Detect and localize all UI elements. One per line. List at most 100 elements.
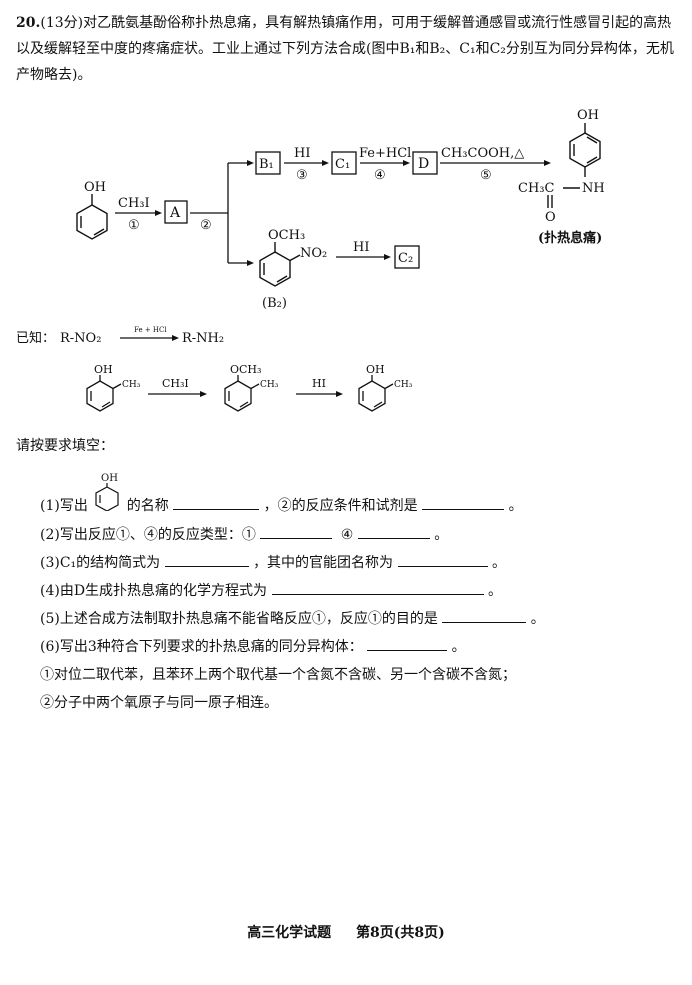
arrowhead: [384, 254, 391, 260]
question-text: 对乙酰氨基酚俗称扑热息痛，具有解热镇痛作用，可用于缓解普通感冒或流行性感冒引起的…: [16, 15, 674, 83]
arrowhead: [172, 335, 179, 341]
q2-answer-blank-1[interactable]: [260, 524, 333, 539]
reagent-fe-hcl: Fe+HCl: [359, 146, 411, 161]
question-score: (13分): [40, 15, 84, 31]
step1-label: ①: [128, 218, 140, 233]
subquestion-4: (4)由D生成扑热息痛的化学方程式为 。: [40, 580, 502, 600]
arrowhead: [544, 160, 551, 166]
product-name: (扑热息痛): [538, 230, 602, 246]
subquestion-2: (2)写出反应①、④的反应类型：① ④ 。: [40, 524, 448, 544]
step5-label: ⑤: [480, 168, 492, 183]
box-c2-label: C₂: [398, 251, 413, 266]
arrowhead: [155, 210, 162, 216]
q1-text-c: ，②的反应条件和试剂是: [263, 498, 418, 514]
q1-answer-blank-2[interactable]: [422, 495, 505, 510]
product-nh: NH: [582, 181, 605, 196]
known-rhs: R-NH₂: [182, 331, 224, 346]
q3-end: 。: [491, 555, 506, 571]
footer-title: 高三化学试题: [247, 925, 332, 941]
phenol-structure: [76, 194, 108, 240]
reagent-known-a: CH₃I: [162, 377, 189, 390]
q1-text-a: (1)写出: [40, 498, 88, 514]
subquestion-3: (3)C₁的结构简式为 ，其中的官能团名称为 。: [40, 552, 506, 572]
box-b1-label: B₁: [259, 157, 274, 172]
phenol-inline-structure: OH: [92, 473, 122, 515]
product-ch3c: CH₃C: [518, 181, 554, 196]
q6-text-a: (6)写出3种符合下列要求的扑热息痛的同分异构体：: [40, 639, 363, 655]
q3-text-b: ，其中的官能团名称为: [253, 555, 394, 571]
reagent-hi: HI: [294, 146, 310, 161]
arrowhead: [322, 160, 329, 166]
b2-label: (B₂): [262, 296, 287, 311]
arrowhead: [247, 260, 254, 266]
b2-no2: NO₂: [300, 246, 327, 261]
o-cresol-product-structure: [358, 375, 394, 412]
product-oh: OH: [577, 108, 599, 123]
q1-end: 。: [508, 498, 523, 514]
question-number: 20.: [16, 15, 41, 31]
m2-och3: OCH₃: [230, 363, 261, 376]
condition-2: ②分子中两个氧原子与同一原子相连。: [40, 695, 278, 711]
q4-end: 。: [487, 583, 502, 599]
box-d: [412, 151, 438, 175]
b2-och3: OCH₃: [268, 228, 305, 243]
reagent-acetic-acid: CH₃COOH,△: [441, 146, 524, 161]
q5-end: 。: [530, 611, 545, 627]
box-c1: [331, 151, 357, 175]
arrowhead: [403, 160, 410, 166]
q6-answer-blank[interactable]: [367, 636, 448, 651]
m3-oh: OH: [366, 363, 385, 376]
m1-oh: OH: [94, 363, 113, 376]
phenol-oh: OH: [84, 180, 106, 195]
m1-ch3: CH₃: [122, 380, 141, 390]
question-intro: 20.(13分)对乙酰氨基酚俗称扑热息痛，具有解热镇痛作用，可用于缓解普通感冒或…: [16, 10, 680, 88]
q3-answer-blank-2[interactable]: [397, 552, 488, 567]
box-a-label: A: [169, 205, 181, 221]
b2-structure: [259, 242, 301, 287]
box-c1-label: C₁: [335, 157, 350, 172]
q1-text-b: 的名称: [126, 498, 169, 514]
q4-answer-blank[interactable]: [271, 580, 484, 595]
box-d-label: D: [418, 156, 429, 172]
m2-ch3: CH₃: [260, 380, 279, 390]
subquestion-6: (6)写出3种符合下列要求的扑热息痛的同分异构体： 。: [40, 636, 466, 656]
q4-text-a: (4)由D生成扑热息痛的化学方程式为: [40, 583, 268, 599]
q3-answer-blank-1[interactable]: [164, 552, 249, 567]
box-a: [164, 200, 188, 224]
instructions: 请按要求填空：: [16, 438, 114, 454]
condition-1: ①对位二取代苯，且苯环上两个取代基一个含氮不含碳、另一个含碳不含氮；: [40, 667, 516, 683]
q1-oh: OH: [101, 473, 118, 484]
q2-text-b: ④: [340, 527, 354, 543]
arrowhead: [200, 391, 207, 397]
q2-text-a: (2)写出反应①、④的反应类型：①: [40, 527, 256, 543]
reagent-hi-b2: HI: [353, 240, 369, 255]
product-o: O: [545, 210, 556, 225]
q6-end: 。: [451, 639, 466, 655]
step4-label: ④: [374, 168, 386, 183]
reagent-known-b: HI: [312, 377, 326, 390]
arrowhead: [247, 160, 254, 166]
o-cresol-structure: [86, 375, 122, 412]
q2-answer-blank-2[interactable]: [357, 524, 430, 539]
page-footer: 高三化学试题 第8页(共8页): [0, 922, 692, 942]
q3-text-a: (3)C₁的结构简式为: [40, 555, 161, 571]
known-lhs: R-NO₂: [60, 331, 101, 346]
subquestion-5: (5)上述合成方法制取扑热息痛不能省略反应①，反应①的目的是 。: [40, 608, 545, 628]
synthesis-scheme: OH CH₃I ① A ② B₁ HI ③ C₁ Fe+HCl ④ D CH₃C…: [16, 108, 605, 412]
q5-text-a: (5)上述合成方法制取扑热息痛不能省略反应①，反应①的目的是: [40, 611, 438, 627]
subquestion-1: (1)写出 OH 的名称 ，②的反应条件和试剂是 。: [40, 473, 523, 515]
step3-label: ③: [296, 168, 308, 183]
known-reagent: Fe + HCl: [134, 326, 167, 334]
q1-answer-blank-1[interactable]: [173, 495, 260, 510]
footer-page-number: 第8页(共8页): [356, 925, 445, 941]
box-c2: [394, 245, 420, 269]
step2-label: ②: [200, 218, 212, 233]
paracetamol-structure: [547, 123, 601, 208]
box-b1: [255, 151, 281, 175]
q5-answer-blank[interactable]: [442, 608, 527, 623]
arrowhead: [336, 391, 343, 397]
m3-ch3: CH₃: [394, 380, 413, 390]
methoxytoluene-structure: [224, 375, 260, 412]
reagent-ch3i: CH₃I: [118, 196, 150, 211]
q2-end: 。: [434, 527, 449, 543]
